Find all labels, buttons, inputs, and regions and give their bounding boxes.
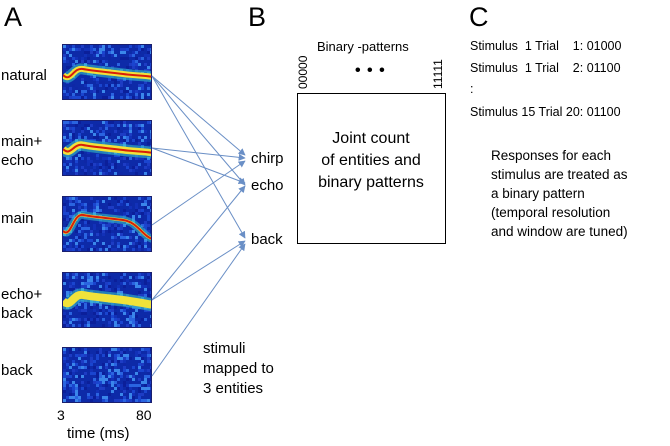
- panel-c-note: Responses for each stimulus are treated …: [491, 148, 628, 239]
- arrow-main-echo-to-echo: [151, 147, 246, 185]
- x-tick-end: 80: [136, 407, 152, 423]
- response-line-1: Stimulus 1 Trial 1: 01000: [470, 39, 622, 53]
- mapping-note: stimuli mapped to 3 entities: [203, 340, 274, 397]
- response-line-ellipsis: :: [470, 82, 474, 96]
- pattern-first: 00000: [296, 55, 310, 89]
- patterns-ellipsis: • • •: [355, 62, 386, 79]
- spectrogram-natural: [62, 44, 152, 100]
- joint-count-text: Joint count of entities and binary patte…: [318, 130, 424, 191]
- stimulus-label-main-echo: main+ echo: [1, 133, 43, 169]
- arrow-echo-back-to-echo: [151, 185, 246, 301]
- panel-letter-b: B: [248, 2, 267, 32]
- stimulus-label-echo-back: echo+ back: [1, 286, 43, 322]
- stimulus-label-back: back: [1, 362, 33, 379]
- arrow-main-echo-to-chirp: [151, 147, 246, 161]
- arrow-back-to-back: [151, 243, 246, 377]
- response-line-2: Stimulus 1 Trial 2: 01100: [470, 61, 621, 75]
- entity-back: back: [251, 231, 283, 248]
- panel-letter-a: A: [4, 2, 23, 32]
- spectrogram-main-echo: [62, 120, 152, 176]
- spectrogram-echo-back: [62, 272, 152, 328]
- arrow-echo-back-to-back: [151, 240, 246, 301]
- arrow-natural-to-back: [151, 75, 246, 239]
- pattern-last: 11111: [431, 59, 445, 89]
- arrow-main-to-chirp: [151, 160, 246, 226]
- stimulus-label-main: main: [1, 210, 34, 227]
- entity-echo: echo: [251, 177, 284, 194]
- patterns-title: Binary -patterns: [317, 39, 409, 54]
- x-tick-start: 3: [57, 407, 65, 423]
- entity-chirp: chirp: [251, 150, 284, 167]
- arrow-natural-to-echo: [151, 75, 246, 186]
- spectrogram-main: [62, 196, 152, 252]
- response-line-last: Stimulus 15 Trial 20: 01100: [470, 105, 621, 119]
- arrow-natural-to-chirp: [151, 75, 246, 156]
- stimulus-label-natural: natural: [1, 67, 47, 84]
- panel-letter-c: C: [469, 2, 489, 32]
- x-axis-label: time (ms): [67, 425, 130, 442]
- joint-count-box: Joint count of entities and binary patte…: [297, 93, 446, 244]
- spectrogram-back: [62, 347, 152, 403]
